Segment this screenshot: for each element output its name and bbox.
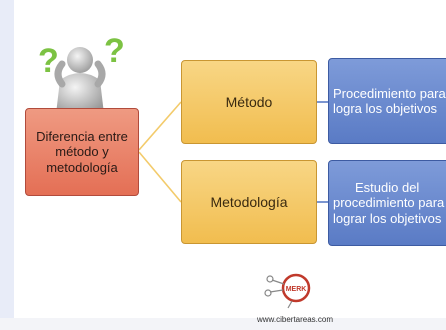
detail-metodologia-line-3: lograr los objetivos [333,210,442,226]
logo-url: www.cibertareas.com [256,315,334,324]
detail-metodo-line-2: logra los objetivos [333,101,438,116]
root-label-line-3: metodología [46,159,118,175]
connector-root-to-metodologia [138,151,182,203]
detail-node-metodo: Procedimiento para logra los objetivos [328,58,446,144]
question-mark-left: ? [38,42,59,80]
detail-metodo-line-1: Procedimiento para [333,85,446,101]
detail-metodologia-line-2: procedimiento para [333,195,445,211]
merk-logo: MERK [264,273,311,309]
branch-label-metodologia: Metodología [210,193,288,210]
person-question-icon: ? ? [38,32,125,115]
merk-logo-badge: MERK [286,286,307,293]
root-label-line-2: método y [55,144,109,160]
detail-node-metodologia: Estudio del procedimiento para lograr lo… [328,160,446,246]
branch-node-metodologia: Metodología [181,160,317,244]
root-label-line-1: Diferencia entre [36,129,128,144]
root-node: Diferencia entre método y metodología [25,108,139,196]
question-mark-right: ? [104,32,125,70]
detail-metodologia-line-1: Estudio del [355,180,420,195]
connector-root-to-metodo [138,101,182,151]
bottom-frame-border [0,318,446,330]
branch-label-metodo: Método [225,93,273,110]
left-frame-border [0,0,14,330]
branch-node-metodo: Método [181,60,317,144]
